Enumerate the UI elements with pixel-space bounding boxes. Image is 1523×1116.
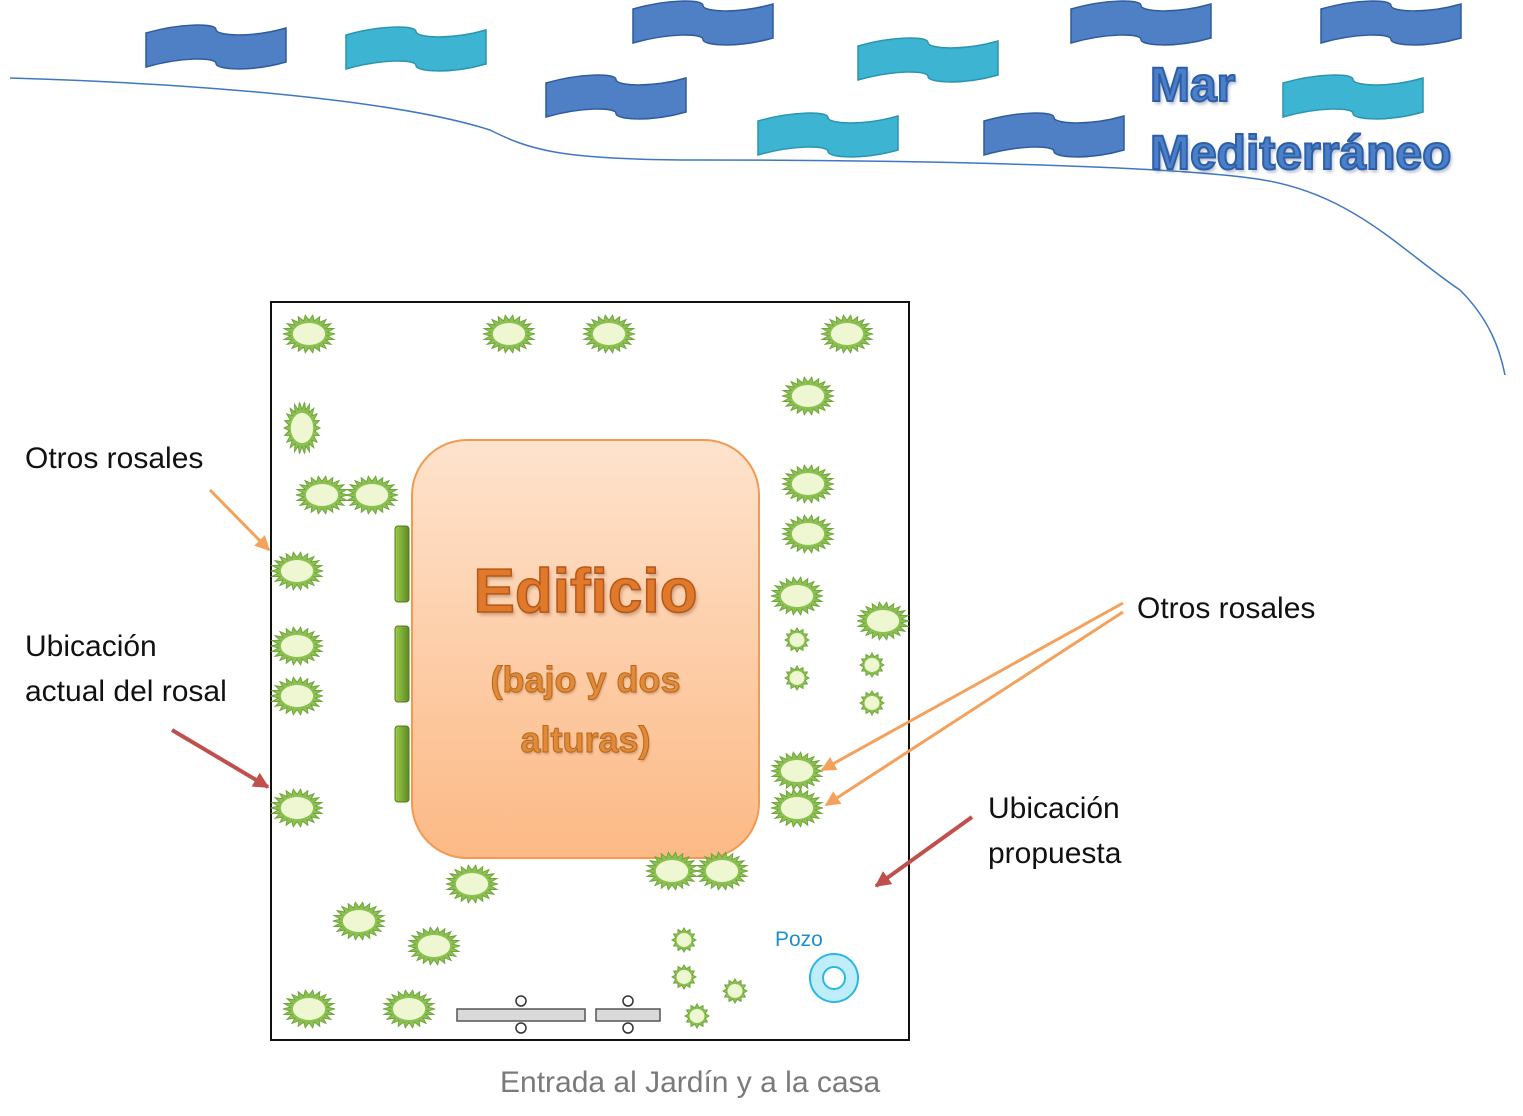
wave-mark bbox=[1282, 74, 1424, 120]
gate-hinge bbox=[622, 995, 634, 1007]
coastline bbox=[9, 77, 1506, 376]
rose-bush-icon bbox=[270, 788, 324, 828]
label-otros-rosales-right: Otros rosales bbox=[1137, 592, 1316, 625]
wave-mark bbox=[1320, 0, 1462, 46]
rose-bush-icon bbox=[770, 788, 824, 828]
wave-mark bbox=[345, 26, 487, 72]
rose-bush-icon bbox=[695, 851, 749, 891]
rose-bush-icon bbox=[270, 551, 324, 591]
annotation-arrows bbox=[170, 488, 1124, 888]
rose-bush-icon bbox=[859, 690, 885, 716]
rose-bush-icon bbox=[859, 652, 885, 678]
rose-bush-icon bbox=[770, 751, 824, 791]
rose-bush-icon bbox=[645, 851, 699, 891]
label-otros-rosales-left: Otros rosales bbox=[25, 442, 204, 475]
building-subtitle: (bajo y dos alturas) bbox=[412, 650, 759, 771]
wave-mark bbox=[857, 37, 999, 83]
rose-bush-icon bbox=[482, 314, 536, 354]
building-title: Edificio bbox=[473, 556, 698, 627]
arrow-ubicacion-propuesta bbox=[874, 815, 974, 888]
wave-mark bbox=[757, 112, 899, 158]
label-ubicacion-actual: Ubicación actual del rosal bbox=[25, 624, 227, 714]
rose-bush-icon bbox=[784, 665, 810, 691]
well-icon bbox=[809, 953, 859, 1003]
rose-bush-icon bbox=[722, 978, 748, 1004]
gate-hinge bbox=[515, 995, 527, 1007]
rose-bush-icon bbox=[781, 464, 835, 504]
rose-bush-icon bbox=[295, 475, 349, 515]
rose-bush-icon bbox=[781, 376, 835, 416]
rose-bushes bbox=[270, 314, 910, 1029]
rose-bush-icon bbox=[332, 901, 386, 941]
rose-bush-icon bbox=[820, 314, 874, 354]
rose-bush-icon bbox=[282, 314, 336, 354]
sea-label-line2: Mediterráneo bbox=[1149, 126, 1452, 181]
gate-hinge bbox=[622, 1022, 634, 1034]
label-ubicacion-propuesta: Ubicación propuesta bbox=[988, 786, 1121, 876]
wave-mark bbox=[545, 74, 687, 120]
rose-bush-icon bbox=[270, 626, 324, 666]
label-ubicacion-actual-line1: Ubicación bbox=[25, 630, 157, 663]
building bbox=[411, 439, 760, 859]
hedge bbox=[394, 525, 410, 603]
rose-bush-icon bbox=[671, 927, 697, 953]
rose-bush-icon bbox=[671, 964, 697, 990]
building-subtitle-line2: alturas) bbox=[520, 719, 651, 761]
garden-boundary bbox=[270, 301, 910, 1041]
rose-bush-icon bbox=[382, 989, 436, 1029]
sea-waves bbox=[145, 0, 1462, 158]
rose-bush-icon bbox=[856, 601, 910, 641]
sea-label-line1: Mar bbox=[1149, 58, 1236, 113]
rose-bush-icon bbox=[407, 926, 461, 966]
gate-left bbox=[456, 1008, 586, 1022]
rose-bush-icon bbox=[270, 676, 324, 716]
wave-mark bbox=[983, 112, 1125, 158]
label-ubicacion-propuesta-line2: propuesta bbox=[988, 837, 1122, 870]
entrance-gate bbox=[456, 995, 661, 1034]
gate-hinge bbox=[515, 1022, 527, 1034]
wave-mark bbox=[632, 0, 774, 46]
rose-bush-icon bbox=[345, 475, 399, 515]
rose-bush-icon bbox=[582, 314, 636, 354]
arrow-ubicacion-actual bbox=[170, 728, 270, 789]
building-subtitle-line1: (bajo y dos bbox=[490, 658, 681, 700]
label-ubicacion-actual-line2: actual del rosal bbox=[25, 675, 227, 708]
label-pozo: Pozo bbox=[775, 928, 823, 951]
hedge bbox=[394, 625, 410, 703]
hedge bbox=[394, 725, 410, 803]
rose-bush-icon bbox=[784, 627, 810, 653]
rose-bush-icon bbox=[684, 1003, 710, 1029]
rose-bush-icon bbox=[445, 864, 499, 904]
hedges bbox=[394, 525, 410, 803]
gate-right bbox=[595, 1008, 661, 1022]
rose-bush-icon bbox=[770, 576, 824, 616]
label-ubicacion-propuesta-line1: Ubicación bbox=[988, 792, 1120, 825]
rose-bush-icon bbox=[282, 402, 322, 454]
arrow-otros-rosales-right-2 bbox=[824, 610, 1124, 807]
rose-bush-icon bbox=[781, 514, 835, 554]
wave-mark bbox=[1070, 0, 1212, 46]
rose-bush-icon bbox=[282, 989, 336, 1029]
label-entrada: Entrada al Jardín y a la casa bbox=[500, 1066, 881, 1099]
arrow-otros-rosales-right-1 bbox=[820, 601, 1124, 772]
arrow-otros-rosales-left bbox=[208, 488, 271, 552]
wave-mark bbox=[145, 24, 287, 70]
